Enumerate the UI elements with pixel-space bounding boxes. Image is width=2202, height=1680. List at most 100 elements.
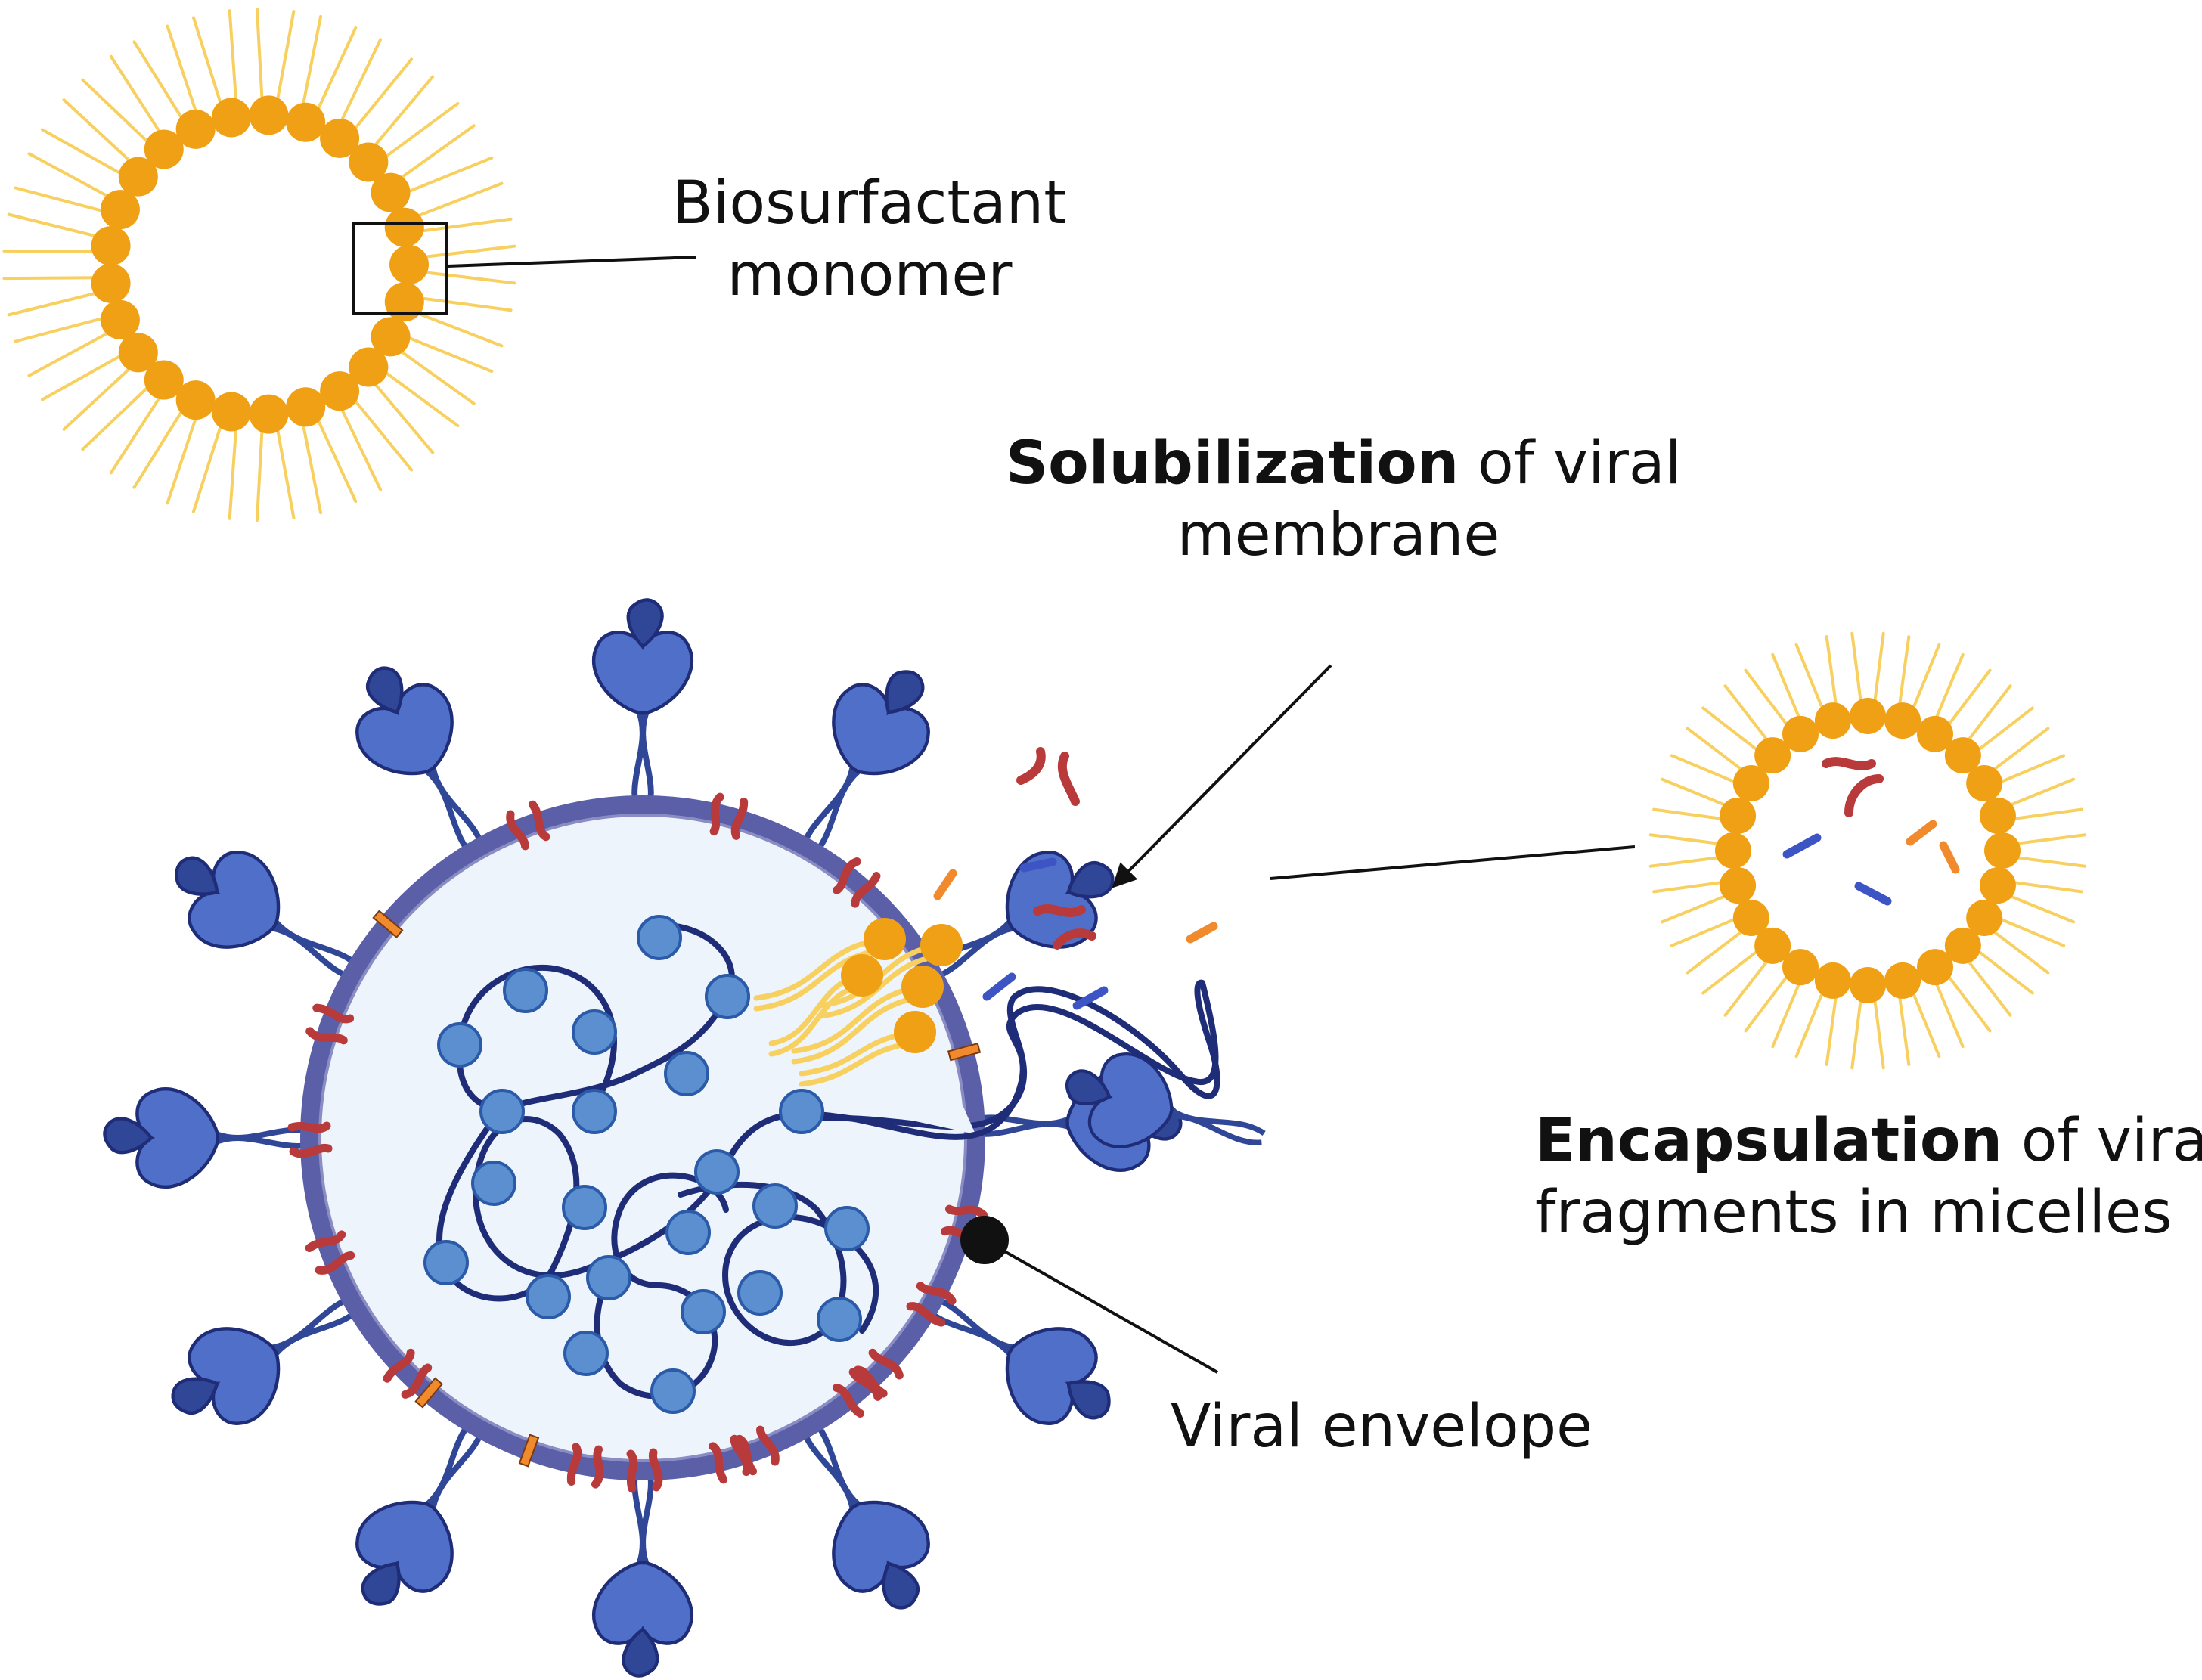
surfactant-tail — [1910, 643, 1941, 714]
surfactant-tail — [255, 424, 264, 522]
membrane-protein — [305, 1003, 355, 1045]
membrane-protein — [506, 800, 550, 851]
surfactant-head — [175, 380, 216, 420]
surfactant-head — [371, 172, 411, 212]
nucleoprotein — [694, 1149, 740, 1195]
surfactant-tail — [1910, 987, 1941, 1059]
surfactant-tail — [1701, 706, 1762, 755]
free-spike — [1065, 1052, 1266, 1148]
surfactant-tail — [1648, 833, 1724, 846]
spike-crown — [1065, 1069, 1112, 1105]
surfactant-tail — [1648, 855, 1724, 868]
surfactant-tail — [1995, 916, 2066, 947]
nucleoprotein — [423, 1240, 469, 1285]
surfactant-tail — [81, 78, 153, 147]
orange-membrane-protein — [947, 1042, 982, 1062]
surfactant-tail — [350, 57, 414, 134]
spike-crown — [1066, 860, 1115, 899]
surfactant-tail — [416, 217, 513, 234]
red-membrane-protein — [730, 1434, 752, 1477]
virus-particle — [103, 598, 1220, 1678]
nucleoprotein — [737, 1270, 783, 1316]
surfactant-head — [371, 317, 411, 357]
red-membrane-protein — [287, 1121, 331, 1133]
surfactant-head — [1917, 949, 1953, 986]
orange-fragment — [1186, 922, 1218, 944]
surfactant-tail — [40, 352, 126, 401]
nucleoprotein — [563, 1331, 609, 1376]
surfactant-tail — [228, 9, 238, 107]
surfactant-head — [211, 98, 251, 138]
surfactant-tail — [62, 98, 135, 166]
red-membrane-protein — [755, 1425, 780, 1466]
surfactant-tail — [132, 405, 186, 489]
monomer-head — [901, 966, 944, 1008]
red-membrane-protein — [851, 872, 881, 908]
surfactant-head — [349, 347, 389, 387]
surfactant-tail — [166, 412, 199, 505]
spike-crown — [103, 1117, 154, 1155]
released-rna-strand — [851, 980, 1219, 1140]
spike-crown — [882, 1561, 920, 1610]
red-membrane-protein — [315, 1251, 355, 1275]
surfactant-tail — [300, 14, 323, 111]
biosurfactant-pointer-line — [447, 256, 696, 268]
orange-fragment — [933, 869, 957, 900]
nucleoproteins — [423, 915, 870, 1414]
spike — [798, 1415, 930, 1610]
nucleoprotein — [824, 1206, 870, 1251]
surfactant-head — [384, 282, 424, 322]
nucleoprotein — [586, 1255, 631, 1300]
surfactant-tail — [370, 75, 435, 150]
surfactant-head — [1732, 900, 1769, 936]
micelle-top — [2, 8, 516, 522]
surfactant-tail — [191, 420, 224, 513]
spike-crown — [1066, 1380, 1111, 1420]
encapsulated-blue-fragment — [1854, 882, 1892, 906]
surfactant-tail — [40, 128, 126, 178]
membrane-protein — [947, 1042, 982, 1062]
surfactant-head — [100, 190, 140, 230]
encapsulation-pointer-line — [1270, 845, 1636, 880]
label-encapsulation: Encapsulation of viral fragments in mice… — [1535, 1105, 2202, 1249]
red-membrane-protein — [305, 1027, 348, 1045]
surfactant-tail — [7, 290, 102, 317]
envelope-breach-wedge — [771, 930, 975, 1134]
nucleoprotein — [817, 1297, 862, 1342]
surfactant-tail — [1652, 807, 1728, 821]
surfactant-tail — [380, 368, 460, 428]
viral-envelope — [300, 795, 985, 1480]
spike-stalk — [1169, 1108, 1266, 1145]
label-solubilization-line2: membrane — [1177, 501, 1500, 570]
surfactant-head — [389, 245, 429, 284]
surfactant-tail — [2, 276, 101, 281]
red-membrane-protein — [506, 810, 530, 851]
surfactant-head — [1979, 867, 2016, 904]
label-biosurfactant-monomer: Biosurfactant monomer — [628, 168, 1112, 312]
surfactant-head — [118, 333, 158, 373]
nucleoprotein — [437, 1022, 482, 1068]
monomer-tail — [799, 1040, 918, 1087]
surfactant-tail — [1660, 777, 1731, 808]
spike — [103, 1086, 319, 1189]
membrane-protein — [372, 910, 404, 939]
surfactant-tail — [1897, 990, 1911, 1066]
red-membrane-protein — [566, 1443, 582, 1486]
surfactant-head — [91, 226, 131, 266]
red-membrane-protein — [305, 1230, 346, 1253]
nucleoprotein — [665, 1210, 711, 1255]
surfactant-tail — [274, 423, 296, 519]
membrane-proteins — [287, 792, 988, 1493]
monomer-tail — [753, 947, 888, 1012]
surfactant-head — [1884, 962, 1921, 999]
surfactant-head — [175, 109, 216, 149]
nucleoprotein — [705, 974, 750, 1019]
surfactant-tail — [1825, 990, 1838, 1066]
membrane-protein — [906, 1282, 957, 1327]
surfactant-tail — [1933, 978, 1965, 1049]
nucleoprotein — [471, 1161, 516, 1206]
blue-fragment — [1072, 986, 1109, 1010]
surfactant-head — [1944, 927, 1981, 964]
label-encapsulation-line1: Encapsulation of viral — [1535, 1105, 2202, 1177]
nucleoprotein — [637, 915, 682, 960]
